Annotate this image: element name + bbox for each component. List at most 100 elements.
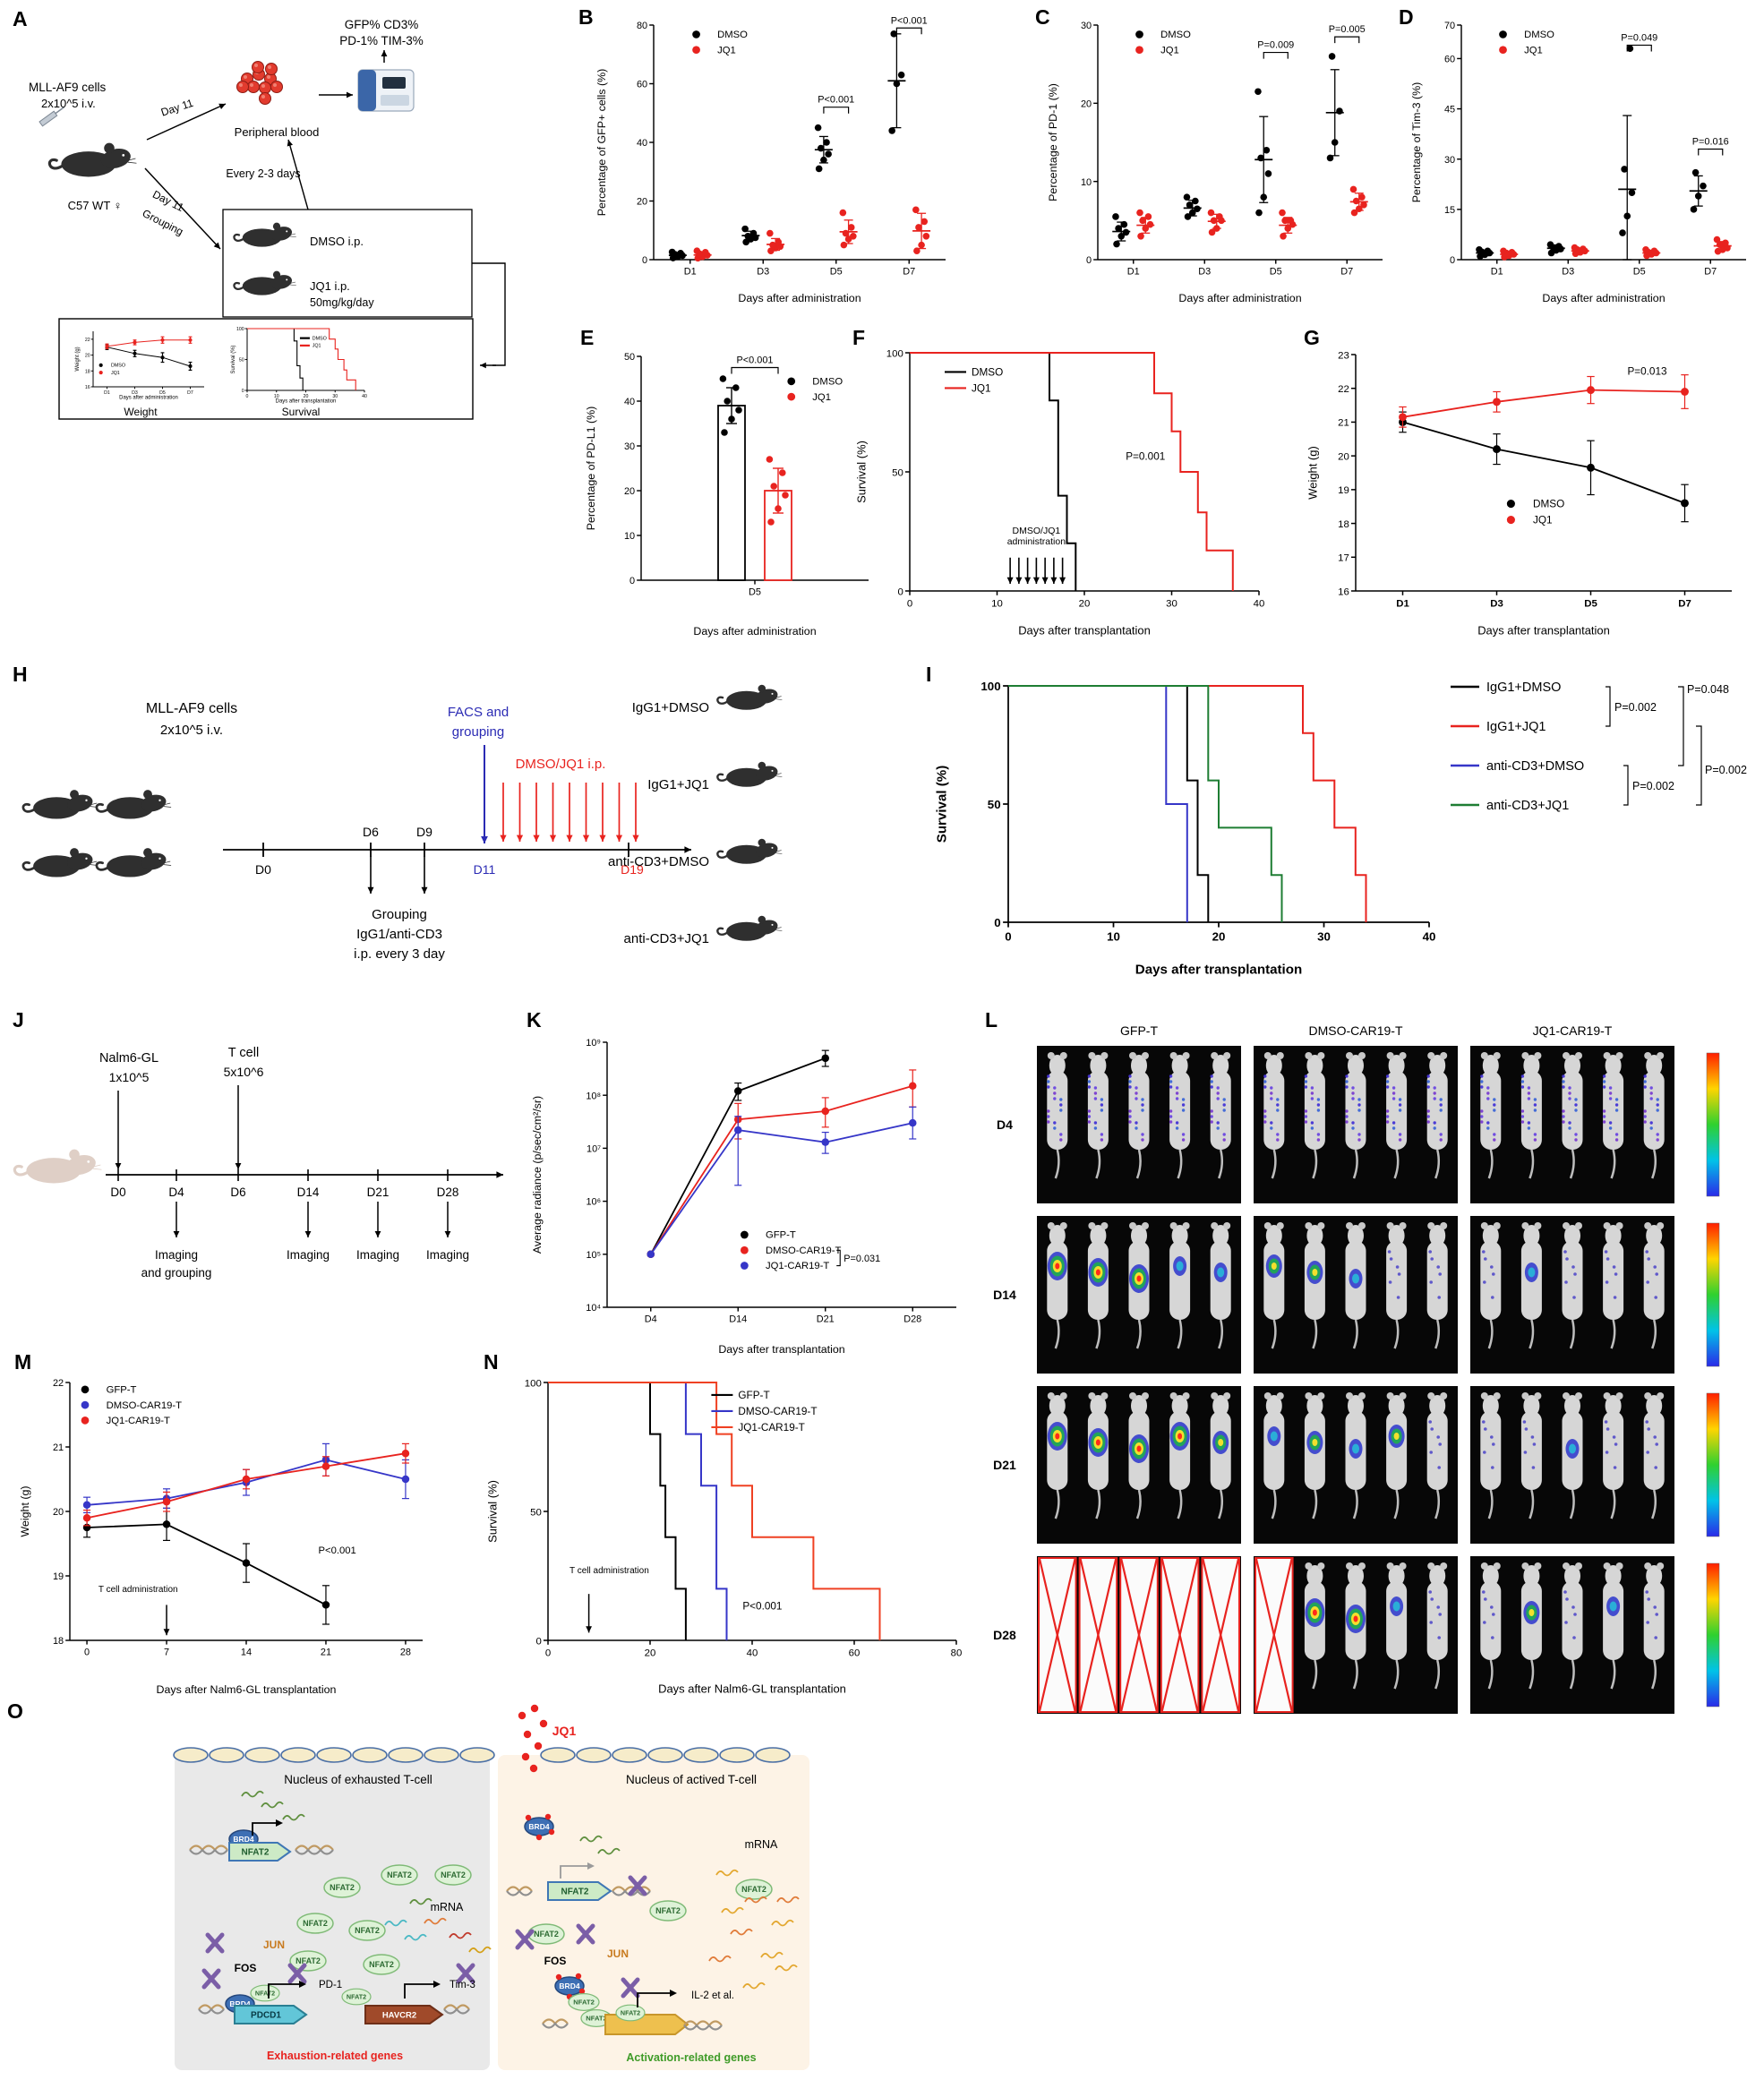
svg-text:anti-CD3+DMSO: anti-CD3+DMSO bbox=[1486, 759, 1584, 774]
svg-text:0: 0 bbox=[1450, 255, 1455, 266]
svg-text:0: 0 bbox=[242, 389, 244, 394]
svg-text:DMSO: DMSO bbox=[313, 336, 327, 341]
svg-text:D1: D1 bbox=[1491, 267, 1503, 278]
svg-text:15: 15 bbox=[1444, 205, 1455, 216]
mouse-icon bbox=[233, 221, 297, 248]
svg-text:10: 10 bbox=[274, 394, 279, 399]
bioluminescence-image bbox=[1470, 1046, 1674, 1203]
svg-text:40: 40 bbox=[1254, 598, 1265, 609]
svg-text:Days after administration: Days after administration bbox=[693, 625, 816, 638]
svg-text:0: 0 bbox=[1086, 255, 1092, 266]
svg-text:Nucleus of actived T-cell: Nucleus of actived T-cell bbox=[626, 1773, 757, 1786]
svg-text:D3: D3 bbox=[1490, 598, 1503, 609]
svg-text:Imaging: Imaging bbox=[356, 1248, 399, 1262]
nuclear-membrane-icon bbox=[540, 1747, 576, 1763]
svg-text:GFP% CD3%: GFP% CD3% bbox=[345, 18, 419, 31]
svg-text:NFAT2: NFAT2 bbox=[621, 2008, 640, 2016]
svg-text:D4: D4 bbox=[645, 1314, 657, 1325]
jq1-molecule-icon bbox=[523, 1730, 532, 1739]
svg-text:50: 50 bbox=[892, 467, 903, 478]
color-scale-bar bbox=[1706, 1052, 1720, 1197]
nfat2-protein: NFAT2 bbox=[568, 1993, 600, 2011]
svg-text:PD-1: PD-1 bbox=[319, 1980, 342, 1990]
panel-label-I: I bbox=[926, 663, 932, 686]
svg-text:Days after transplantation: Days after transplantation bbox=[276, 399, 337, 405]
svg-text:100: 100 bbox=[525, 1378, 542, 1389]
svg-text:Activation-related genes: Activation-related genes bbox=[626, 2051, 756, 2064]
bioluminescence-image bbox=[1470, 1556, 1674, 1714]
svg-text:JQ1-CAR19-T: JQ1-CAR19-T bbox=[1533, 1023, 1613, 1038]
svg-text:D1: D1 bbox=[684, 267, 697, 278]
brd4-protein: BRD4 bbox=[554, 1973, 586, 2000]
svg-text:DMSO: DMSO bbox=[812, 377, 843, 388]
nuclear-membrane-icon bbox=[244, 1747, 280, 1763]
mouse-icon bbox=[716, 914, 784, 942]
svg-text:Percentage of GFP+ cells (%): Percentage of GFP+ cells (%) bbox=[595, 69, 608, 216]
svg-text:P=0.048: P=0.048 bbox=[1687, 683, 1729, 696]
bioluminescence-image bbox=[1037, 1046, 1241, 1203]
svg-text:IgG1+DMSO: IgG1+DMSO bbox=[632, 700, 709, 715]
svg-text:P<0.001: P<0.001 bbox=[818, 95, 854, 106]
svg-text:GFP-T: GFP-T bbox=[738, 1390, 769, 1401]
svg-text:NFAT2: NFAT2 bbox=[534, 1930, 559, 1939]
svg-text:100: 100 bbox=[236, 327, 244, 332]
svg-text:80: 80 bbox=[951, 1648, 963, 1658]
bioluminescence-image bbox=[1037, 1216, 1241, 1374]
svg-text:NFAT2: NFAT2 bbox=[303, 1919, 328, 1928]
flow-cytometer-icon bbox=[357, 69, 415, 112]
bioluminescence-image bbox=[1254, 1216, 1458, 1374]
svg-text:GFP-T: GFP-T bbox=[1120, 1023, 1158, 1038]
panel-label-J: J bbox=[13, 1008, 24, 1031]
svg-text:30: 30 bbox=[1081, 21, 1092, 31]
color-scale-bar bbox=[1706, 1392, 1720, 1537]
svg-text:21: 21 bbox=[1338, 418, 1349, 429]
svg-text:JQ1-CAR19-T: JQ1-CAR19-T bbox=[107, 1416, 170, 1426]
svg-text:50mg/kg/day: 50mg/kg/day bbox=[310, 296, 374, 309]
nuclear-membrane-icon bbox=[576, 1747, 612, 1763]
svg-text:40: 40 bbox=[362, 394, 367, 399]
nfat2-protein: NFAT2 bbox=[323, 1877, 361, 1898]
nfat2-protein: NFAT2 bbox=[250, 1984, 280, 2002]
svg-text:50: 50 bbox=[988, 798, 1001, 811]
svg-text:P<0.001: P<0.001 bbox=[737, 355, 774, 366]
svg-text:D3: D3 bbox=[132, 390, 138, 396]
panel-label-B: B bbox=[578, 5, 594, 29]
nfat2-protein: NFAT2 bbox=[735, 1879, 773, 1900]
svg-text:DMSO-CAR19-T: DMSO-CAR19-T bbox=[1308, 1023, 1402, 1038]
svg-text:IL-2 et al.: IL-2 et al. bbox=[691, 1990, 734, 2001]
svg-text:Nucleus of exhausted T-cell: Nucleus of exhausted T-cell bbox=[284, 1773, 432, 1786]
svg-text:Percentage of Tim-3 (%): Percentage of Tim-3 (%) bbox=[1410, 82, 1423, 202]
svg-text:JQ1: JQ1 bbox=[552, 1724, 577, 1738]
svg-text:T cell: T cell bbox=[228, 1046, 259, 1060]
svg-text:Weight (g): Weight (g) bbox=[1306, 446, 1320, 500]
panel-label-C: C bbox=[1035, 5, 1050, 29]
svg-text:5x10^6: 5x10^6 bbox=[224, 1065, 264, 1079]
svg-text:20: 20 bbox=[1212, 929, 1226, 943]
svg-text:P<0.001: P<0.001 bbox=[742, 1600, 782, 1612]
svg-text:HAVCR2: HAVCR2 bbox=[382, 2010, 416, 2020]
svg-text:DMSO: DMSO bbox=[1160, 30, 1191, 40]
svg-text:20: 20 bbox=[1079, 598, 1091, 609]
mouse-icon bbox=[716, 683, 784, 711]
mouse-icon bbox=[21, 846, 99, 878]
nuclear-membrane-icon bbox=[647, 1747, 683, 1763]
svg-text:Day 11: Day 11 bbox=[150, 188, 186, 214]
svg-text:D4: D4 bbox=[168, 1186, 184, 1199]
nfat2-protein: NFAT2 bbox=[289, 1950, 327, 1972]
svg-text:D0: D0 bbox=[110, 1186, 125, 1199]
svg-text:IgG1+JQ1: IgG1+JQ1 bbox=[647, 777, 709, 792]
svg-text:NFAT2: NFAT2 bbox=[355, 1926, 380, 1935]
svg-text:MLL-AF9 cells: MLL-AF9 cells bbox=[146, 701, 237, 716]
jq1-molecule-icon bbox=[521, 1752, 530, 1761]
